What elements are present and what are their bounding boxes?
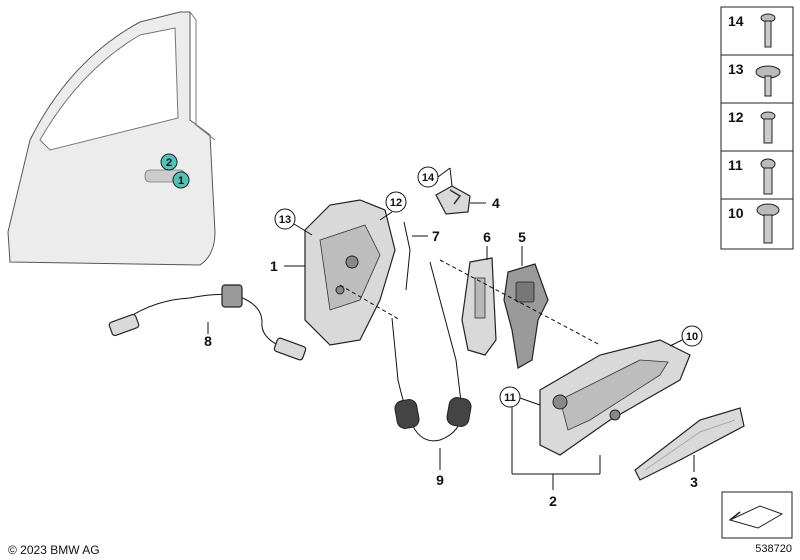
callout-7[interactable]: 7 [432, 228, 440, 244]
part-7-rod[interactable] [403, 221, 411, 291]
callout-14: 14 [422, 172, 435, 184]
document-number: 538720 [755, 543, 792, 555]
leader-14b [449, 167, 453, 187]
arrow-box-icon [721, 491, 793, 539]
callout-10: 10 [686, 331, 698, 343]
screw-10-icon [756, 203, 780, 244]
part-5-seal[interactable] [503, 263, 549, 369]
screw-14-icon [760, 13, 776, 48]
part-3-handle-cover[interactable] [634, 407, 745, 481]
door-illustration: 2 1 [7, 11, 216, 266]
sidebar-item-10[interactable]: 10 [728, 203, 780, 244]
part-2-handle-carrier[interactable] [539, 339, 691, 456]
leader-10 [669, 339, 683, 347]
callout-2[interactable]: 2 [549, 493, 557, 509]
part-6-bracket[interactable] [461, 257, 497, 356]
callout-3[interactable]: 3 [690, 474, 698, 490]
sidebar-item-11[interactable]: 11 [728, 157, 776, 195]
sidebar-item-label: 14 [728, 13, 744, 29]
callout-13-circle[interactable] [274, 208, 296, 230]
callout-10-circle[interactable] [681, 325, 703, 347]
sidebar-item-label: 11 [728, 157, 743, 173]
sidebar-item-label: 10 [728, 205, 744, 221]
sidebar-item-14[interactable]: 14 [728, 13, 776, 48]
callout-5[interactable]: 5 [518, 229, 526, 245]
door-callout-1-text: 1 [178, 175, 184, 187]
callout-6[interactable]: 6 [483, 229, 491, 245]
callout-12-circle[interactable] [385, 191, 407, 213]
part-4-striker[interactable] [435, 185, 471, 215]
callout-12: 12 [390, 197, 402, 209]
callout-11-circle[interactable] [499, 386, 521, 408]
leader-13 [293, 223, 313, 236]
copyright-text: © 2023 BMW AG [8, 543, 100, 557]
part-1-door-lock[interactable] [304, 199, 396, 346]
alignment-line-b [439, 259, 601, 346]
callout-8[interactable]: 8 [204, 333, 212, 349]
screw-sidebar: 14 13 12 11 [720, 6, 794, 250]
alignment-line-a [339, 284, 401, 321]
callout-9[interactable]: 9 [436, 472, 444, 488]
part-9-bowden-cable[interactable] [391, 261, 472, 442]
screw-12-icon [760, 111, 776, 144]
callout-1[interactable]: 1 [270, 258, 278, 274]
screw-13-icon [755, 65, 781, 97]
screw-11-icon [760, 158, 776, 195]
door-callout-2[interactable] [160, 153, 178, 171]
door-callout-1[interactable] [172, 171, 190, 189]
callout-11: 11 [504, 392, 516, 404]
sidebar-item-13[interactable]: 13 [728, 61, 781, 97]
sidebar-item-12[interactable]: 12 [728, 109, 776, 144]
callout-13: 13 [279, 214, 291, 226]
sidebar-item-label: 12 [728, 109, 744, 125]
part-8-wiring-harness[interactable] [108, 284, 307, 361]
door-callout-2-text: 2 [166, 157, 172, 169]
leader-12 [379, 211, 393, 221]
leader-14 [437, 167, 451, 178]
callout-4[interactable]: 4 [492, 195, 500, 211]
sidebar-item-label: 13 [728, 61, 744, 77]
leader-11 [519, 397, 541, 406]
